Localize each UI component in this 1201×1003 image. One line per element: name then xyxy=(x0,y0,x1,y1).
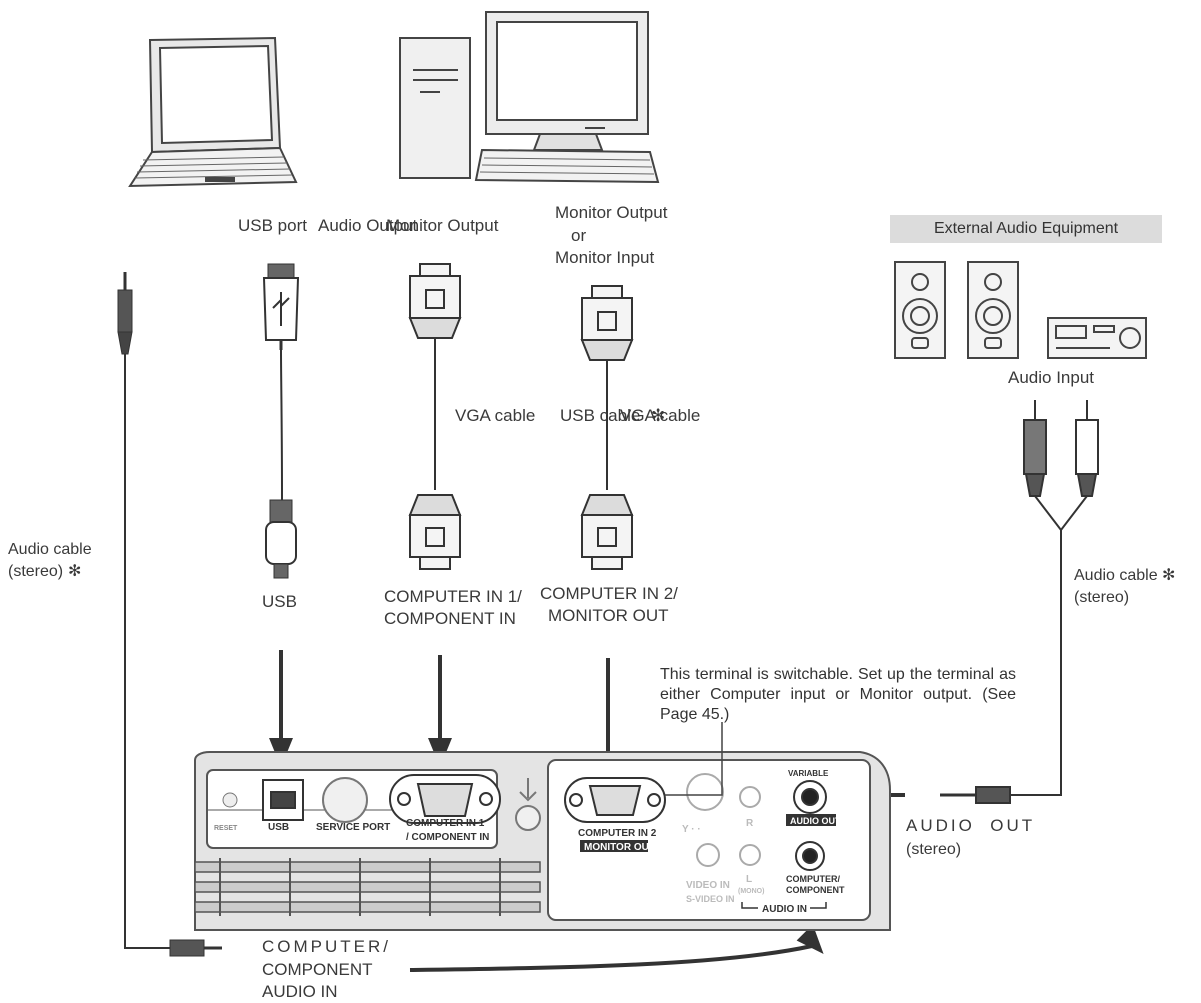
panel-service-port-label: SERVICE PORT xyxy=(316,822,390,833)
usb-port-label: USB port xyxy=(238,216,307,235)
audio-l-port xyxy=(739,844,761,866)
switchable-terminal-note: This terminal is switchable. Set up the … xyxy=(660,666,1016,723)
audio-out-jack xyxy=(793,780,827,814)
computer-in-2-port xyxy=(564,777,666,823)
audio-cable-right-stereo: (stereo) xyxy=(1074,589,1130,606)
speakers-icon xyxy=(894,261,1019,359)
panel-audio-out-label: AUDIO OUT xyxy=(790,816,841,826)
monitor-output-label-1: Monitor Output xyxy=(386,216,499,235)
panel-component-in-label: / COMPONENT IN xyxy=(406,832,489,843)
video-in-port xyxy=(696,843,720,867)
rca-audio-cable xyxy=(940,400,1099,804)
laptop-icon xyxy=(128,36,298,188)
computer-in-2-label-line1: COMPUTER IN 2/ xyxy=(540,584,678,603)
panel-computer-in-1-label: COMPUTER IN 1 xyxy=(406,818,485,829)
audio-output-label: Audio Output xyxy=(318,216,418,235)
audio-cable-right-asterisk: ✻ xyxy=(1162,567,1176,584)
vga-cable-label-2: VGA cable xyxy=(620,406,701,425)
panel-video-in-label: VIDEO IN xyxy=(686,880,730,891)
audio-input-label: Audio Input xyxy=(1008,368,1095,387)
panel-reset-label: RESET xyxy=(214,825,238,832)
panel-component-label: COMPONENT xyxy=(786,885,845,895)
usb-cable xyxy=(262,263,300,579)
audio-out-label: AUDIO OUT xyxy=(906,816,1036,835)
computer-component-audio-in-line1: COMPUTER/ xyxy=(262,937,391,956)
monitor-input-label: Monitor Input xyxy=(555,248,655,267)
reset-button xyxy=(222,792,238,808)
usb-cable-asterisk: ✻ xyxy=(651,406,666,425)
computer-component-audio-in-line3: AUDIO IN xyxy=(262,982,338,1001)
computer-component-audio-in-line2: COMPONENT xyxy=(262,960,373,979)
usb-cable-label: USB cable xyxy=(560,406,641,425)
vga-cable-1 xyxy=(408,263,462,570)
audio-cable-left xyxy=(117,272,222,957)
audio-cable-left-stereo: (stereo) xyxy=(8,563,64,580)
audio-r-port xyxy=(739,786,761,808)
vga-cable-label-1: VGA cable xyxy=(455,406,536,425)
computer-in-1-port xyxy=(389,774,501,824)
computer-in-1-label-line1: COMPUTER IN 1/ xyxy=(384,587,522,606)
panel-variable-label: VARIABLE xyxy=(788,769,829,778)
panel-usb-label: USB xyxy=(268,822,289,833)
panel-l-label: L xyxy=(746,874,752,885)
audio-cable-left-label: Audio cable xyxy=(8,541,92,558)
monitor-output-label-2: Monitor Output xyxy=(555,203,668,222)
computer-in-2-label-line2: MONITOR OUT xyxy=(548,606,669,625)
audio-out-stereo-label: (stereo) xyxy=(906,841,962,858)
panel-computer-component-label: COMPUTER/ xyxy=(786,874,840,884)
usb-terminal-label: USB xyxy=(262,592,297,611)
panel-audio-in-label: AUDIO IN xyxy=(762,904,807,915)
audio-cable-right-label: Audio cable xyxy=(1074,567,1158,584)
note-pointer xyxy=(665,722,723,796)
desktop-computer-icon xyxy=(399,11,660,184)
panel-monitor-out-label: MONITOR OUT xyxy=(584,842,655,853)
or-label: or xyxy=(571,226,587,245)
panel-mono-label: (MONO) xyxy=(738,888,764,895)
computer-component-audio-in-jack xyxy=(795,841,825,871)
panel-ypbpr-label: Y · · xyxy=(682,824,701,835)
panel-computer-in-2-label: COMPUTER IN 2 xyxy=(578,828,657,839)
s-video-port xyxy=(686,773,724,811)
usb-port-icon xyxy=(262,779,304,821)
computer-in-1-label-line2: COMPONENT IN xyxy=(384,609,516,628)
amplifier-icon xyxy=(1047,317,1147,359)
lock-icon xyxy=(515,778,541,831)
service-port-icon xyxy=(322,777,368,823)
vga-cable-2 xyxy=(580,285,634,570)
panel-r-label: R xyxy=(746,818,754,829)
external-audio-equipment-label: External Audio Equipment xyxy=(890,215,1162,243)
audio-cable-left-asterisk: ✻ xyxy=(68,563,82,580)
panel-s-video-label: S-VIDEO IN xyxy=(686,894,735,904)
